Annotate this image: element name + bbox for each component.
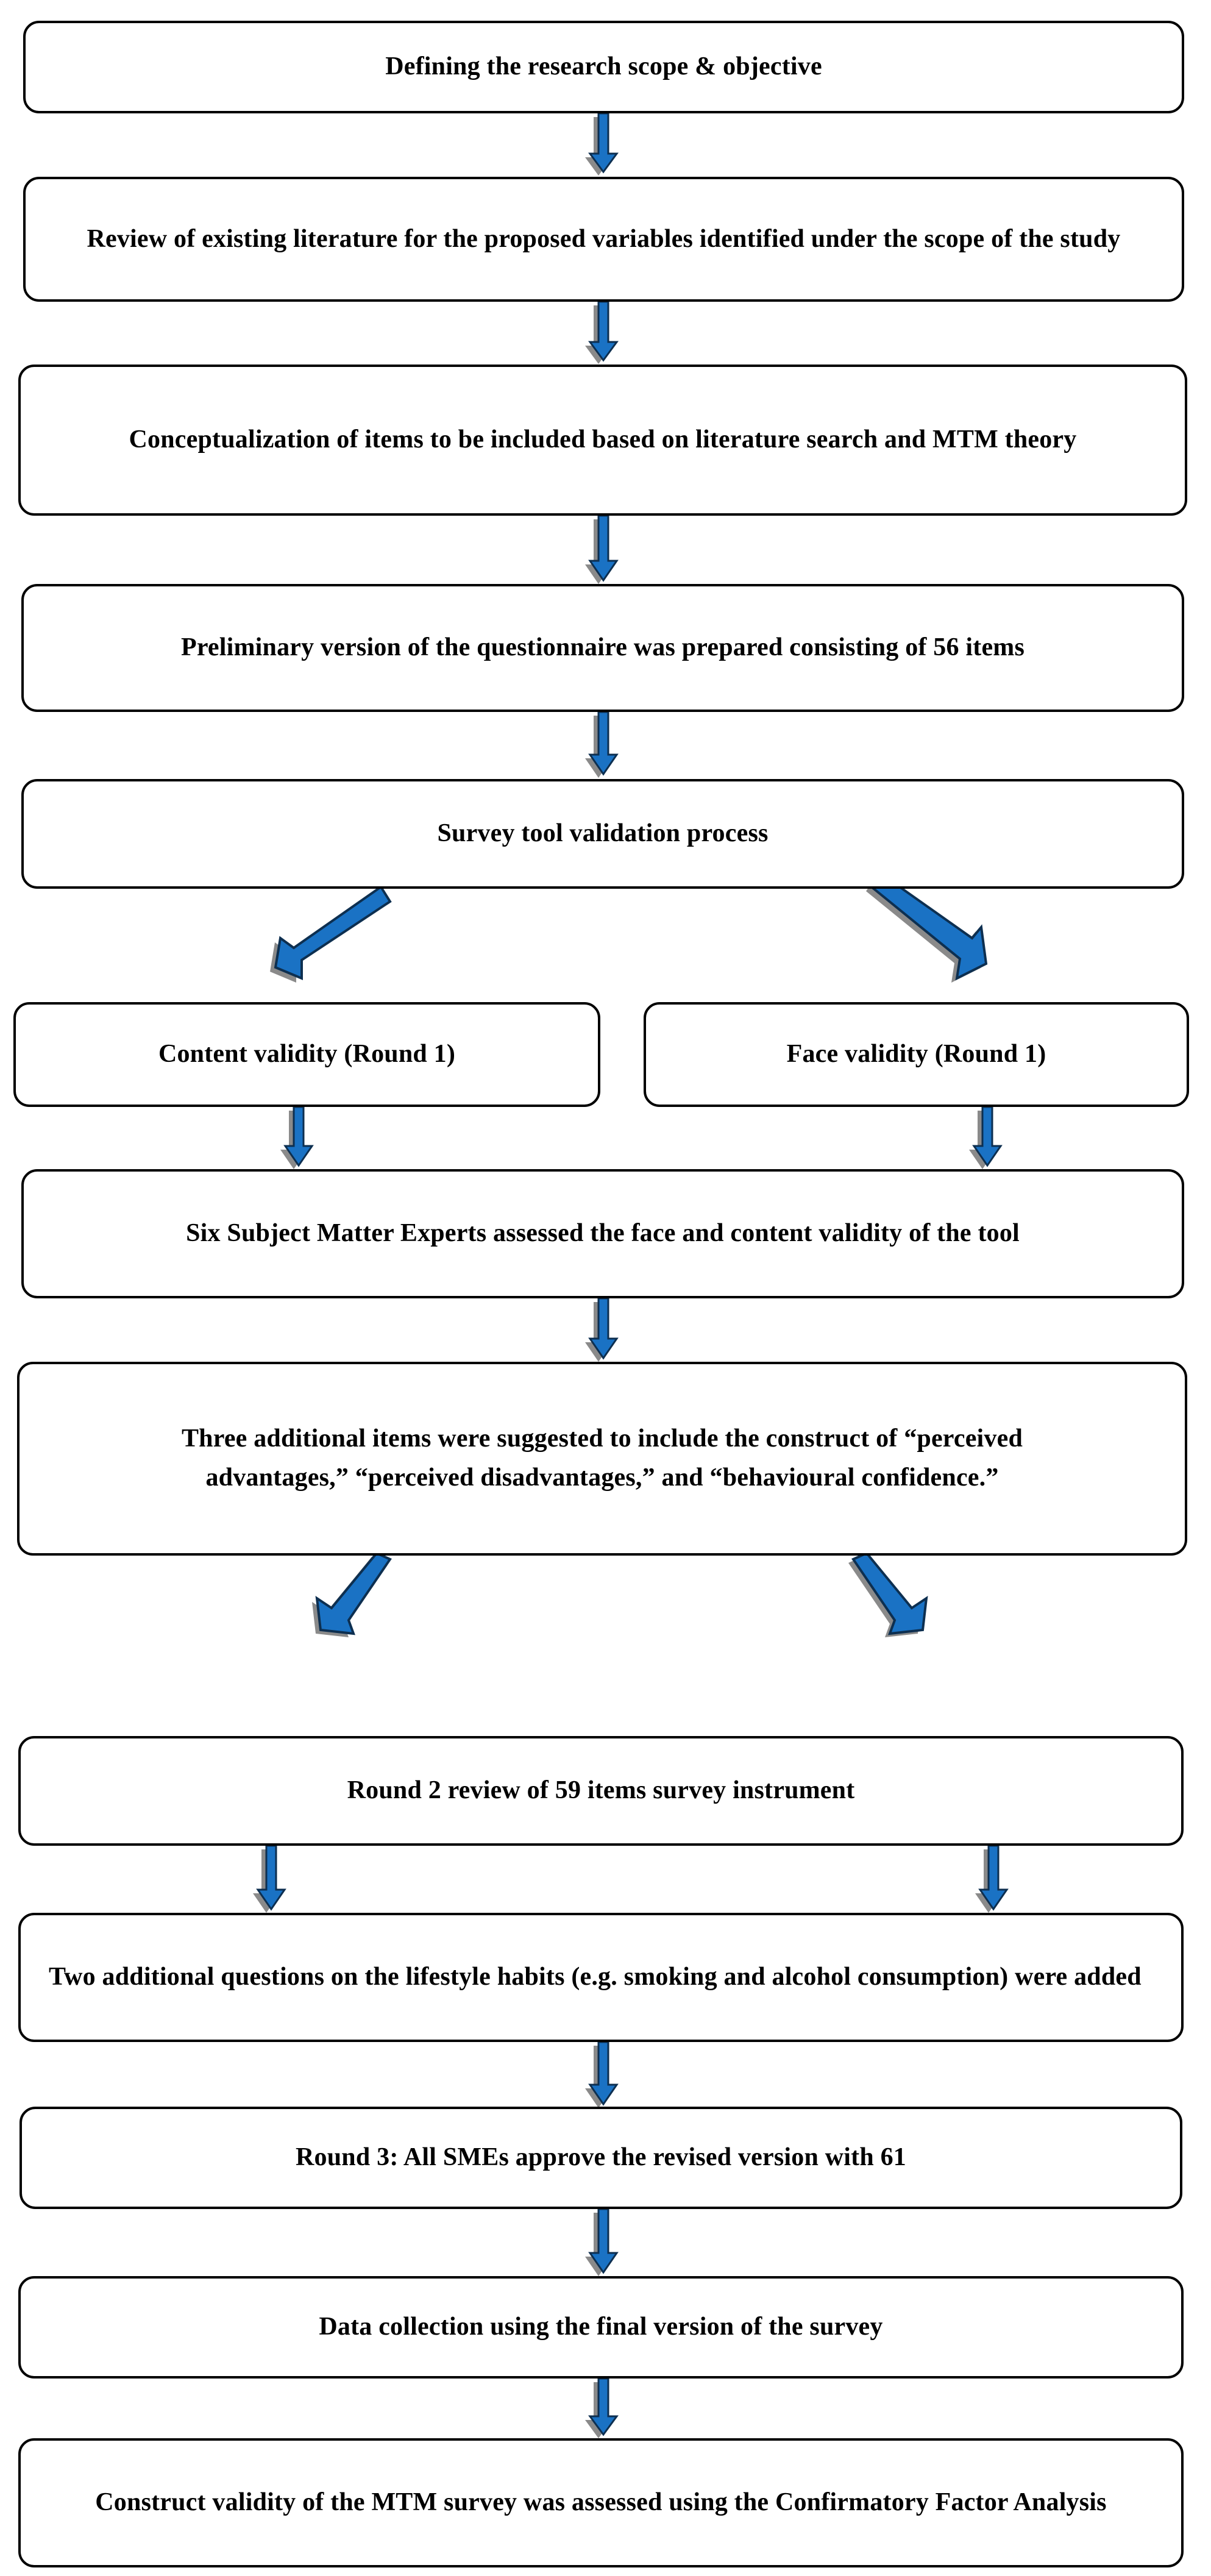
arrow-n8-to-n9 (573, 1297, 634, 1363)
flow-node-label: Conceptualization of items to be include… (129, 425, 1077, 454)
flow-node-review-existing-literature[interactable]: Review of existing literature for the pr… (23, 177, 1184, 302)
flow-node-label: Face validity (Round 1) (786, 1040, 1046, 1069)
flow-node-label: Preliminary version of the questionnaire… (180, 633, 1025, 662)
flow-node-round-3-smes-approve[interactable]: Round 3: All SMEs approve the revised ve… (20, 2107, 1182, 2209)
flow-node-survey-tool-validation-process[interactable]: Survey tool validation process (21, 779, 1184, 889)
arrow-n9-to-n10-left (305, 1551, 402, 1638)
flow-node-label: Construct validity of the MTM survey was… (95, 2488, 1107, 2517)
flow-node-data-collection-final-version[interactable]: Data collection using the final version … (18, 2276, 1184, 2379)
flow-node-label: Round 2 review of 59 items survey instru… (347, 1776, 855, 1805)
flow-node-two-additional-questions[interactable]: Two additional questions on the lifestyl… (18, 1913, 1184, 2042)
flow-node-defining-research-scope[interactable]: Defining the research scope & objective (23, 21, 1184, 113)
flow-node-label: Round 3: All SMEs approve the revised ve… (296, 2143, 906, 2172)
flow-node-preliminary-version-questionnaire[interactable]: Preliminary version of the questionnaire… (21, 584, 1184, 712)
arrow-n5-to-n7 (866, 872, 1018, 984)
arrow-n4-to-n5 (573, 711, 634, 779)
arrow-n13-to-n14 (573, 2377, 634, 2439)
arrow-n1-to-n2 (573, 112, 634, 177)
flow-node-label: Survey tool validation process (437, 819, 769, 848)
arrow-n3-to-n4 (573, 514, 634, 585)
arrow-n2-to-n3 (573, 301, 634, 365)
flow-node-round-2-review[interactable]: Round 2 review of 59 items survey instru… (18, 1736, 1184, 1846)
flow-node-label: Review of existing literature for the pr… (87, 224, 1121, 253)
arrow-n5-to-n6 (244, 885, 392, 984)
arrow-n10-to-n11-right (963, 1845, 1024, 1914)
flow-node-conceptualization-of-items[interactable]: Conceptualization of items to be include… (18, 365, 1187, 516)
arrow-n7-to-n8 (957, 1106, 1018, 1170)
flow-node-label: Six Subject Matter Experts assessed the … (186, 1219, 1020, 1248)
arrow-n11-to-n12 (573, 2041, 634, 2109)
flow-node-six-subject-matter-experts[interactable]: Six Subject Matter Experts assessed the … (21, 1169, 1184, 1298)
flow-node-label: Defining the research scope & objective (385, 52, 822, 81)
flow-node-face-validity-round-1[interactable]: Face validity (Round 1) (644, 1002, 1189, 1107)
flow-node-construct-validity-cfa[interactable]: Construct validity of the MTM survey was… (18, 2438, 1184, 2567)
arrow-n12-to-n13 (573, 2208, 634, 2277)
flow-node-content-validity-round-1[interactable]: Content validity (Round 1) (13, 1002, 600, 1107)
arrow-n6-to-n8 (268, 1106, 329, 1170)
arrow-n9-to-n10-right (848, 1551, 951, 1638)
flow-node-label: Data collection using the final version … (319, 2313, 883, 2341)
flow-node-label: Two additional questions on the lifestyl… (49, 1963, 1142, 1991)
flow-node-label: Three additional items were suggested to… (181, 1425, 1023, 1492)
flow-node-three-additional-items[interactable]: Three additional items were suggested to… (17, 1362, 1187, 1556)
arrow-n10-to-n11-left (241, 1845, 302, 1914)
flow-node-label: Content validity (Round 1) (158, 1040, 456, 1069)
